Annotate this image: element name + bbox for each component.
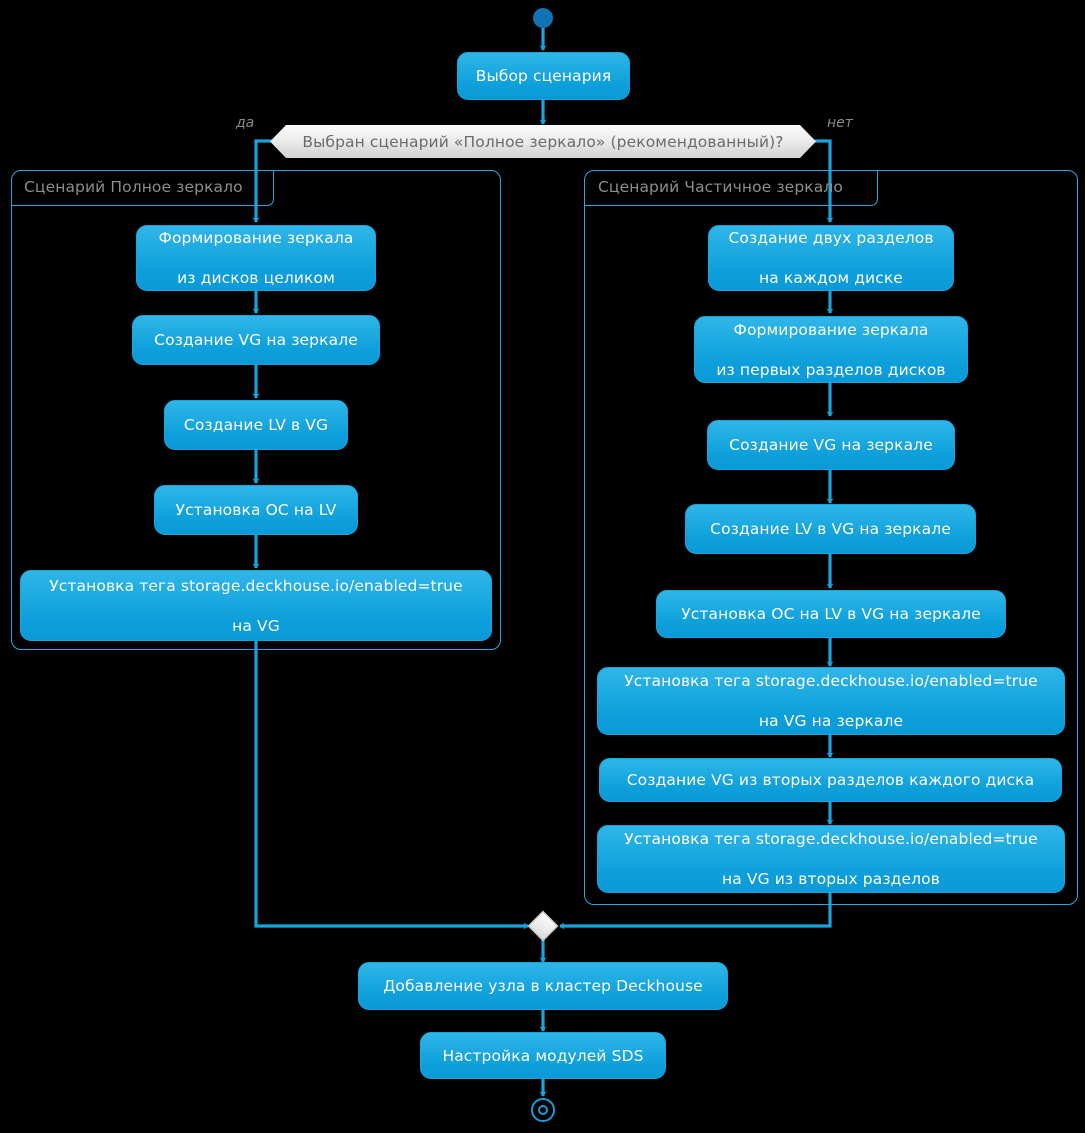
activity-line: на VG на зеркале — [758, 712, 904, 730]
activity-formirovanie-zerkala-iz-diskov[interactable]: Формирование зеркала из дисков целиком — [136, 225, 376, 291]
activity-formirovanie-zerkala-iz-pervyh-razdelov[interactable]: Формирование зеркала из первых разделов … — [694, 316, 968, 383]
activity-sozdanie-lv-v-vg-na-zerkale[interactable]: Создание LV в VG на зеркале — [685, 504, 976, 554]
activity-ustanovka-tega-na-vg-na-zerkale[interactable]: Установка тега storage.deckhouse.io/enab… — [597, 667, 1065, 735]
activity-nastroyka-moduley-sds[interactable]: Настройка модулей SDS — [420, 1032, 666, 1079]
group-tab-full-mirror — [11, 170, 274, 206]
decision-node[interactable]: Выбран сценарий «Полное зеркало» (рекоме… — [270, 125, 816, 158]
start-node — [533, 8, 553, 28]
activity-line: на VG — [232, 616, 280, 635]
activity-label: Формирование зеркала из дисков целиком — [149, 228, 363, 288]
activity-line: Установка тега storage.deckhouse.io/enab… — [49, 576, 463, 595]
group-title-full-mirror: Сценарий Полное зеркало — [24, 178, 243, 196]
activity-ustanovka-tega-na-vg[interactable]: Установка тега storage.deckhouse.io/enab… — [20, 570, 492, 641]
activity-label: Создание двух разделов на каждом диске — [721, 228, 941, 288]
activity-line: Установка тега storage.deckhouse.io/enab… — [624, 830, 1038, 848]
activity-line: из первых разделов дисков — [716, 360, 946, 379]
activity-label: Установка ОС на LV — [175, 501, 337, 519]
activity-label: Создание VG из вторых разделов каждого д… — [626, 771, 1035, 789]
activity-label: Настройка модулей SDS — [442, 1046, 644, 1065]
group-frame-full-mirror — [11, 170, 501, 650]
branch-label-yes: да — [236, 115, 255, 131]
activity-label: Установка ОС на LV в VG на зеркале — [681, 605, 981, 623]
activity-label: Создание VG на зеркале — [154, 331, 358, 349]
activity-vybor-scenariya[interactable]: Выбор сценария — [457, 52, 630, 100]
end-node — [531, 1098, 555, 1122]
activity-dobavlenie-uzla-v-klaster[interactable]: Добавление узла в кластер Deckhouse — [358, 962, 728, 1010]
activity-ustanovka-os-na-lv-v-vg-na-zerkale[interactable]: Установка ОС на LV в VG на зеркале — [656, 590, 1006, 638]
branch-label-no: нет — [827, 115, 853, 131]
activity-label: Создание VG на зеркале — [729, 436, 933, 454]
activity-line: на каждом диске — [759, 269, 903, 287]
activity-sozdanie-dvuh-razdelov[interactable]: Создание двух разделов на каждом диске — [708, 225, 954, 291]
group-frame-partial-mirror — [584, 170, 1078, 905]
activity-sozdanie-vg-iz-vtoryh-razdelov[interactable]: Создание VG из вторых разделов каждого д… — [599, 758, 1062, 802]
activity-sozdanie-lv-v-vg[interactable]: Создание LV в VG — [164, 400, 348, 450]
activity-line: Создание двух разделов — [728, 229, 934, 247]
activity-line: из дисков целиком — [177, 269, 335, 287]
activity-line: Формирование зеркала — [158, 229, 354, 247]
decision-label: Выбран сценарий «Полное зеркало» (рекоме… — [302, 132, 784, 151]
activity-label: Установка тега storage.deckhouse.io/enab… — [610, 829, 1052, 889]
activity-label: Установка тега storage.deckhouse.io/enab… — [610, 671, 1052, 731]
activity-line: Установка тега storage.deckhouse.io/enab… — [624, 672, 1038, 690]
activity-line: Формирование зеркала — [733, 320, 929, 339]
activity-label: Формирование зеркала из первых разделов … — [707, 320, 955, 380]
activity-label: Выбор сценария — [475, 67, 612, 85]
activity-label: Создание LV в VG на зеркале — [710, 520, 951, 538]
activity-sozdanie-vg-na-zerkale-right[interactable]: Создание VG на зеркале — [707, 420, 955, 470]
activity-label: Установка тега storage.deckhouse.io/enab… — [33, 576, 479, 636]
group-tab-partial-mirror — [584, 170, 878, 206]
group-title-partial-mirror: Сценарий Частичное зеркало — [598, 178, 843, 196]
activity-label: Добавление узла в кластер Deckhouse — [383, 977, 703, 995]
merge-diamond — [527, 910, 559, 942]
activity-sozdanie-vg-na-zerkale-left[interactable]: Создание VG на зеркале — [132, 315, 380, 365]
activity-label: Создание LV в VG — [183, 416, 329, 434]
activity-ustanovka-tega-na-vg-iz-vtoryh-razdelov[interactable]: Установка тега storage.deckhouse.io/enab… — [597, 825, 1065, 893]
activity-ustanovka-os-na-lv[interactable]: Установка ОС на LV — [154, 485, 358, 535]
activity-line: на VG из вторых разделов — [722, 870, 940, 888]
